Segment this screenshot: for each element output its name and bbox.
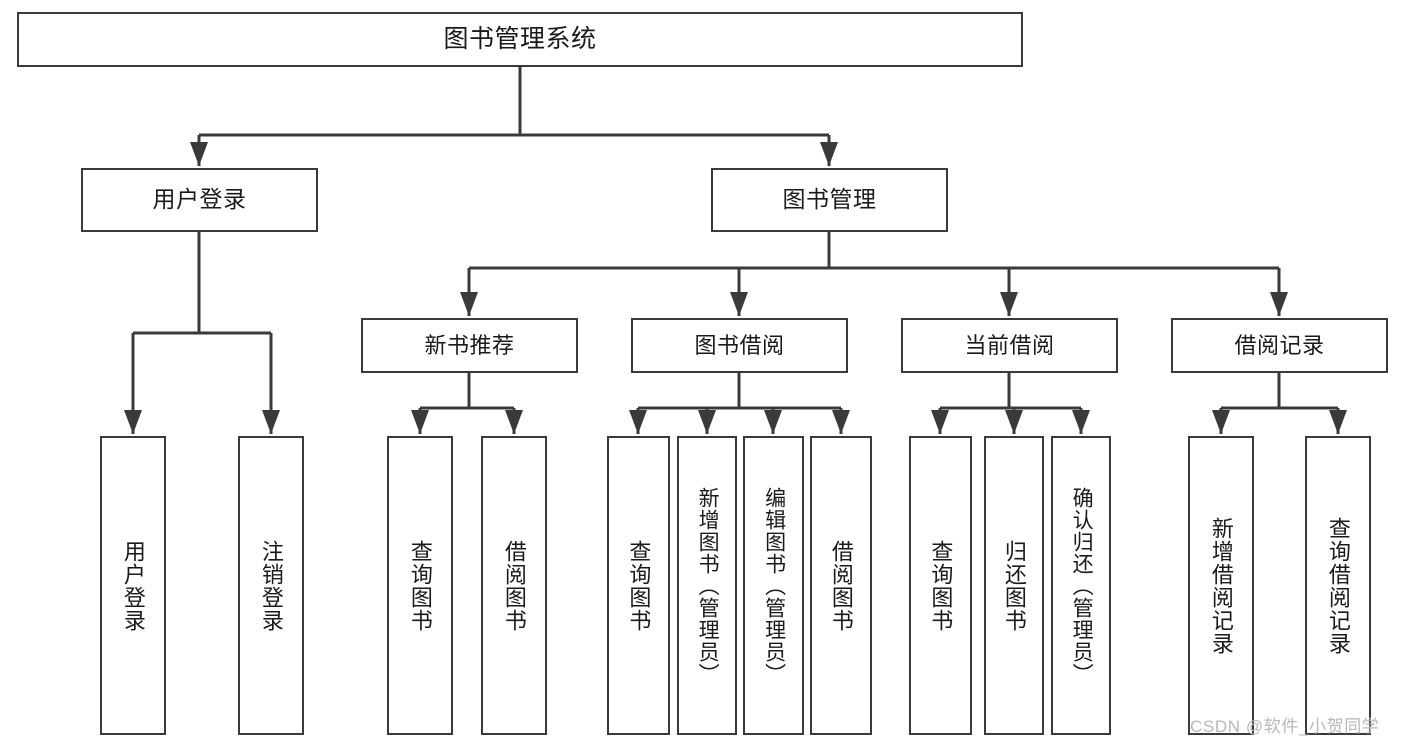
arrowhead-icon <box>1000 292 1018 316</box>
node-label: 图书管理 <box>782 186 877 213</box>
arrowhead-icon <box>1005 410 1023 434</box>
node-leaf-return-book[interactable]: 归还图书 <box>984 436 1044 735</box>
arrowhead-icon <box>505 410 523 434</box>
arrowhead-group <box>124 142 1347 434</box>
node-leaf-query-book-2[interactable]: 查询图书 <box>607 436 670 735</box>
node-label: 查询借阅记录 <box>1325 516 1351 655</box>
node-label: 当前借阅 <box>964 332 1055 358</box>
node-label: 归还图书 <box>1001 539 1027 632</box>
node-current-borrow[interactable]: 当前借阅 <box>901 318 1118 373</box>
arrowhead-icon <box>1072 410 1090 434</box>
node-leaf-borrow-book-2[interactable]: 借阅图书 <box>810 436 872 735</box>
node-leaf-user-login[interactable]: 用户登录 <box>100 436 166 735</box>
node-label: 用户登录 <box>120 539 146 632</box>
node-label: 新增图书（管理员） <box>696 486 720 685</box>
node-label: 编辑图书（管理员） <box>762 486 786 685</box>
node-leaf-borrow-book-1[interactable]: 借阅图书 <box>481 436 547 735</box>
arrowhead-icon <box>698 410 716 434</box>
node-new-book-recommend[interactable]: 新书推荐 <box>361 318 578 373</box>
node-leaf-add-record[interactable]: 新增借阅记录 <box>1188 436 1254 735</box>
node-label: 查询图书 <box>407 539 433 632</box>
node-label: 查询图书 <box>626 539 652 632</box>
node-leaf-query-record[interactable]: 查询借阅记录 <box>1305 436 1371 735</box>
node-label: 新书推荐 <box>424 332 515 358</box>
arrowhead-icon <box>931 410 949 434</box>
node-leaf-confirm-return[interactable]: 确认归还（管理员） <box>1051 436 1111 735</box>
node-label: 图书管理系统 <box>443 24 597 53</box>
node-user-login[interactable]: 用户登录 <box>81 168 318 232</box>
node-leaf-edit-book[interactable]: 编辑图书（管理员） <box>743 436 804 735</box>
node-label: 新增借阅记录 <box>1208 516 1234 655</box>
node-label: 借阅记录 <box>1234 332 1325 358</box>
arrowhead-icon <box>1329 410 1347 434</box>
node-book-management-system[interactable]: 图书管理系统 <box>17 12 1023 67</box>
node-book-borrow[interactable]: 图书借阅 <box>631 318 848 373</box>
node-label: 借阅图书 <box>501 539 527 632</box>
arrowhead-icon <box>411 410 429 434</box>
node-borrow-record[interactable]: 借阅记录 <box>1171 318 1388 373</box>
arrowhead-icon <box>629 410 647 434</box>
arrowhead-icon <box>764 410 782 434</box>
node-leaf-add-book[interactable]: 新增图书（管理员） <box>677 436 737 735</box>
node-leaf-logout[interactable]: 注销登录 <box>238 436 304 735</box>
arrowhead-icon <box>262 410 280 434</box>
node-label: 用户登录 <box>152 186 247 213</box>
connector-group <box>131 67 1340 434</box>
node-label: 注销登录 <box>258 539 284 632</box>
arrowhead-icon <box>190 142 208 166</box>
node-label: 查询图书 <box>928 539 954 632</box>
node-label: 借阅图书 <box>828 539 854 632</box>
arrowhead-icon <box>832 410 850 434</box>
node-leaf-query-book-1[interactable]: 查询图书 <box>387 436 453 735</box>
arrowhead-icon <box>460 292 478 316</box>
arrowhead-icon <box>1212 410 1230 434</box>
node-leaf-query-book-3[interactable]: 查询图书 <box>909 436 972 735</box>
arrowhead-icon <box>1270 292 1288 316</box>
node-label: 确认归还（管理员） <box>1070 486 1094 685</box>
arrowhead-icon <box>124 410 142 434</box>
arrowhead-icon <box>730 292 748 316</box>
node-label: 图书借阅 <box>694 332 785 358</box>
node-book-management[interactable]: 图书管理 <box>711 168 948 232</box>
arrowhead-icon <box>820 142 838 166</box>
